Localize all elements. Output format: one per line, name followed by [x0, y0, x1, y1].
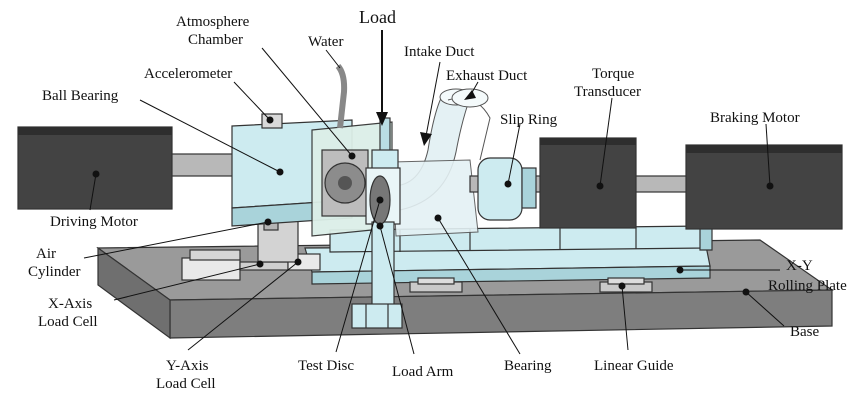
label-torque-2: Transducer: [574, 84, 641, 100]
linear-guide-right: [599, 277, 653, 293]
braking-motor: [685, 144, 843, 230]
label-bearing: Bearing: [504, 358, 552, 374]
label-atmosphere-1: Atmosphere: [176, 14, 250, 30]
label-linear-guide: Linear Guide: [594, 358, 674, 374]
linear-guide-left: [409, 277, 463, 293]
driving-motor: [17, 126, 241, 210]
label-water: Water: [308, 34, 343, 50]
labels: Load Atmosphere Chamber Water Intake Duc…: [28, 7, 847, 392]
label-slip-ring: Slip Ring: [500, 112, 558, 128]
slip-ring: [477, 157, 537, 221]
label-driving-motor: Driving Motor: [50, 214, 138, 230]
torque-transducer: [539, 137, 637, 229]
label-x-axis-1: X-Axis: [48, 296, 92, 312]
load-arrow: [376, 30, 388, 126]
label-torque-1: Torque: [592, 66, 635, 82]
label-x-axis-2: Load Cell: [38, 314, 98, 330]
label-exhaust-duct: Exhaust Duct: [446, 68, 528, 84]
water-pipe: [335, 64, 348, 129]
label-braking-motor: Braking Motor: [710, 110, 800, 126]
label-load-arm: Load Arm: [392, 364, 454, 380]
label-air-cylinder-1: Air: [36, 246, 56, 262]
label-load: Load: [359, 7, 396, 27]
label-ball-bearing: Ball Bearing: [42, 88, 119, 104]
label-xy-1: X-Y: [786, 258, 813, 274]
label-atmosphere-2: Chamber: [188, 32, 243, 48]
label-intake-duct: Intake Duct: [404, 44, 475, 60]
label-y-axis-1: Y-Axis: [166, 358, 209, 374]
label-base: Base: [790, 324, 820, 340]
x-axis-load-cell: [181, 249, 289, 281]
leader-lines: [83, 47, 785, 355]
label-air-cylinder-2: Cylinder: [28, 264, 81, 280]
label-y-axis-2: Load Cell: [156, 376, 216, 392]
label-test-disc: Test Disc: [298, 358, 354, 374]
label-xy-2: Rolling Plate: [768, 278, 847, 294]
exhaust-duct: [391, 88, 491, 237]
label-accelerometer: Accelerometer: [144, 66, 232, 82]
